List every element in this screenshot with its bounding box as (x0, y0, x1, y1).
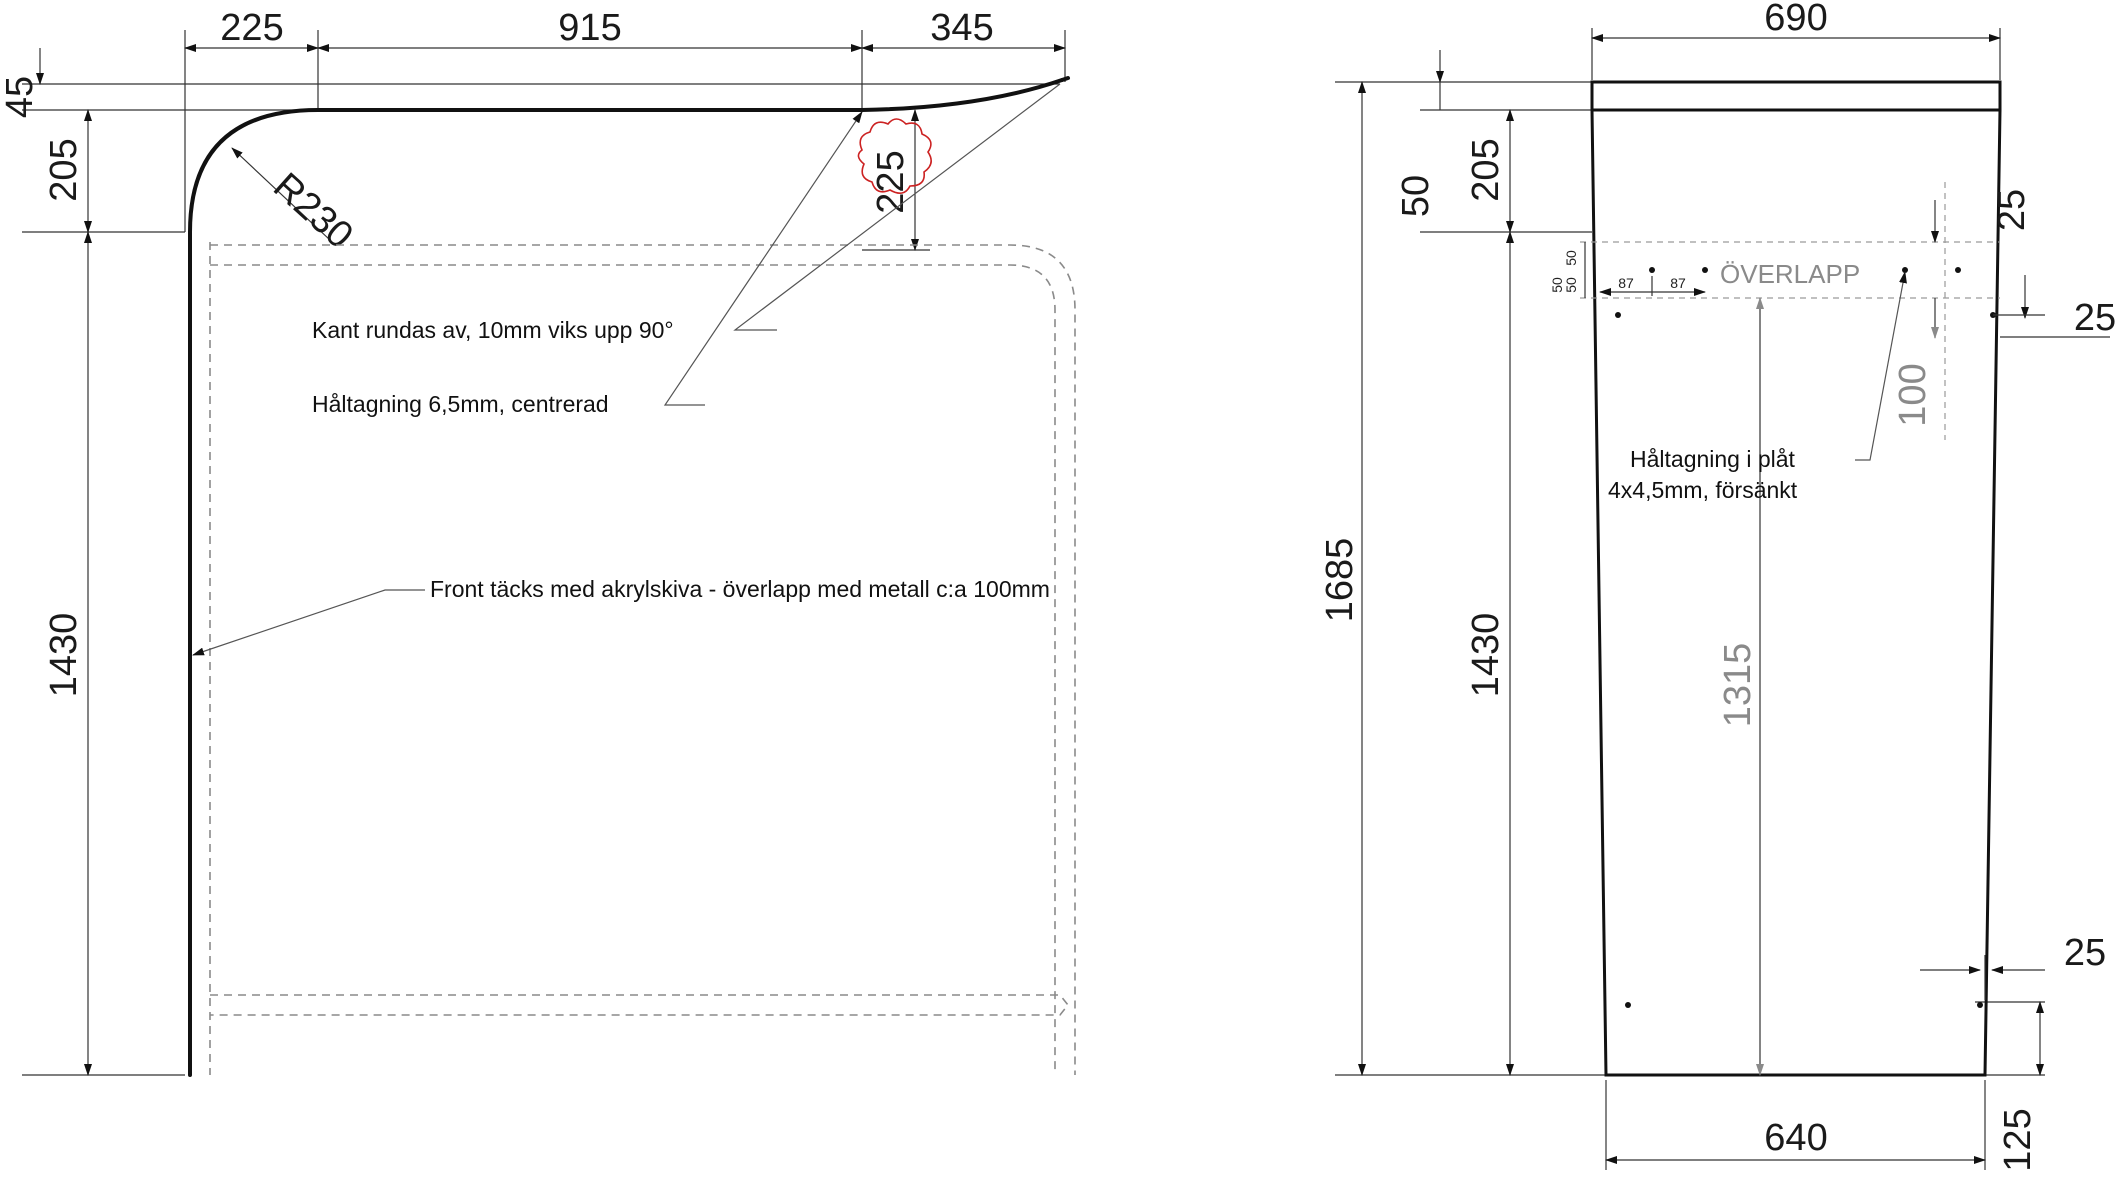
dim-r230: R230 (265, 165, 361, 257)
plate-hole-note-line2: 4x4,5mm, försänkt (1608, 477, 1798, 503)
hole-bottom-left (1625, 1002, 1631, 1008)
radius-leader (231, 147, 331, 241)
dim-50-small-a: 50 (1563, 250, 1579, 266)
side-profile-lip (1060, 76, 1070, 82)
side-left-dimension-line (36, 48, 92, 1076)
dim-50-small-b: 50 (1563, 277, 1579, 293)
front-left-dimension-lines (1358, 50, 1586, 1076)
front-extension-lines (1335, 28, 2045, 1170)
acrylic-outline-inner (210, 264, 1056, 1075)
dim-100: 100 (1892, 363, 1934, 426)
front-view: ÖVERLAPP 1685 50 205 1430 50 50 50 87 87 (1319, 0, 2116, 1172)
dim-25-top: 25 (1991, 189, 2033, 231)
revision-cloud (857, 118, 932, 194)
dim-1685: 1685 (1319, 538, 1361, 623)
dim-205-front: 205 (1465, 138, 1507, 201)
hole-top-1 (1649, 267, 1655, 273)
hole-note: Håltagning 6,5mm, centrerad (312, 391, 609, 417)
dim-50-band: 50 (1395, 175, 1437, 217)
dim-25-side: 25 (2074, 297, 2116, 339)
dim-87-b: 87 (1670, 275, 1686, 291)
dim-1315: 1315 (1717, 643, 1759, 728)
hole-top-left (1615, 312, 1621, 318)
edge-note-leader (733, 83, 1061, 331)
plate-hole-leader (1855, 271, 1907, 461)
front-note-leader (192, 589, 425, 656)
side-extension-lines (22, 30, 1066, 1076)
edge-note: Kant rundas av, 10mm viks upp 90° (312, 317, 674, 343)
dim-1430-front: 1430 (1465, 613, 1507, 698)
dim-915: 915 (558, 7, 621, 49)
side-profile-sheet (188, 78, 1064, 1077)
front-note: Front täcks med akrylskiva - överlapp me… (430, 576, 1050, 602)
side-view: 225 915 345 45 205 1430 R230 225 Kant ru… (0, 7, 1076, 1077)
dim-45: 45 (0, 76, 41, 118)
dim-345: 345 (930, 7, 993, 49)
hole-top-4 (1955, 267, 1961, 273)
front-body-outline (1590, 109, 2002, 1077)
hole-bottom-right (1977, 1002, 1983, 1008)
dim-690: 690 (1764, 0, 1827, 39)
acrylic-bottom-rail (210, 994, 1070, 1016)
dim-225-top: 225 (220, 7, 283, 49)
dim-125: 125 (1997, 1108, 2039, 1171)
dim-205-side: 205 (43, 138, 85, 201)
acrylic-outline-outer (209, 242, 1076, 1075)
hole-top-2 (1702, 267, 1708, 273)
dim-25-bottom: 25 (2064, 932, 2106, 974)
dim-87-a: 87 (1618, 275, 1634, 291)
front-top-cap (1590, 80, 2002, 112)
plate-hole-note-line1: Håltagning i plåt (1630, 446, 1796, 472)
dim-640: 640 (1764, 1117, 1827, 1159)
hole-note-leader (663, 111, 863, 406)
dim-225-rise: 225 (870, 150, 912, 213)
dim-1430-side: 1430 (43, 613, 85, 698)
dim-50-small-c: 50 (1549, 277, 1565, 293)
overlap-label: ÖVERLAPP (1720, 259, 1860, 289)
